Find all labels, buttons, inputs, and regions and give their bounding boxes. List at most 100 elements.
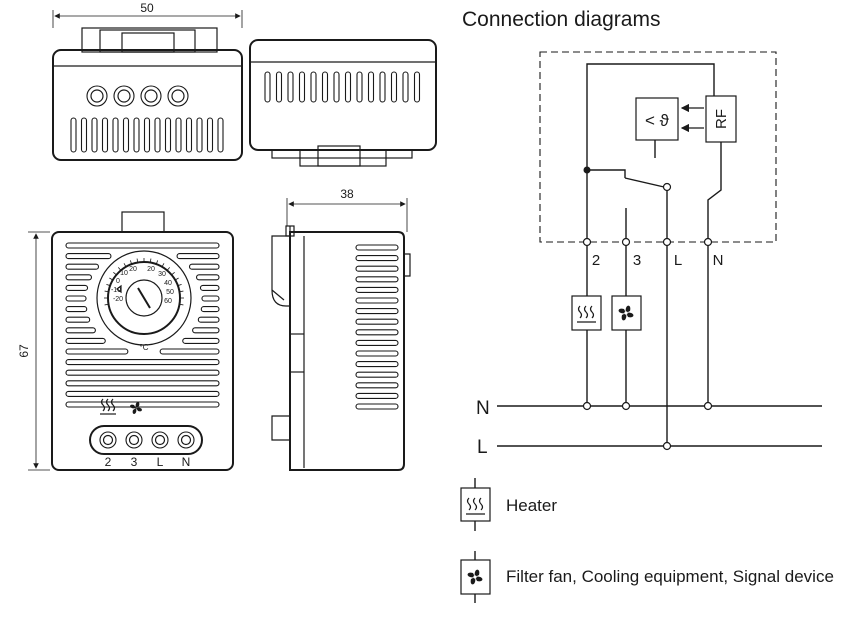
vent-slot (310, 71, 317, 103)
dial-scale-left-2: 0 (116, 278, 120, 285)
vent-slot (367, 71, 375, 103)
vent-slot (70, 117, 77, 153)
rf-label: RF (713, 109, 730, 129)
dial-scale-right-1: 30 (158, 271, 166, 278)
vent-slot (65, 316, 91, 323)
terminal-label-3: 3 (633, 252, 641, 269)
vent-slot (355, 371, 399, 378)
vent-slot (65, 242, 220, 249)
vent-slot (355, 403, 399, 410)
vent-slot (188, 263, 220, 270)
vent-slot (355, 329, 399, 336)
legend-heater-icon (460, 478, 491, 531)
vent-slot (65, 263, 100, 270)
dial-tick (171, 271, 175, 276)
front-terminal-label: L (157, 455, 164, 469)
dial-tick (117, 267, 122, 271)
vent-slot (65, 274, 93, 281)
vent-slot (275, 71, 283, 103)
legend-heater-label: Heater (506, 496, 557, 515)
vent-slot (65, 401, 220, 408)
bus-n-label: N (476, 398, 490, 419)
side-view-top (249, 39, 437, 167)
vent-slot (101, 117, 109, 153)
connection-diagram: < ϑ RF 2 3 L N (476, 51, 822, 458)
vent-slot (355, 350, 399, 357)
vent-slot (356, 71, 363, 103)
vent-slot (112, 117, 119, 153)
dial-tick (149, 258, 152, 263)
dial-scale-right-0: 20 (147, 266, 155, 273)
vent-slot (175, 117, 182, 153)
dial-tick (104, 303, 109, 306)
front-terminal-label: N (182, 455, 191, 469)
vent-slot (65, 337, 106, 344)
front-terminal-label: 3 (131, 455, 138, 469)
front-view: 67 °C -20 -10 0 10 20 20 30 40 50 60 (17, 211, 234, 471)
vent-slot (355, 382, 399, 389)
dial-tick (174, 277, 179, 281)
height-dimension: 67 (17, 344, 31, 358)
vent-slot (355, 255, 399, 262)
vent-slot (321, 71, 329, 103)
vent-slot (333, 71, 340, 103)
legend: Heater Filter fan, Cooling equipment, Si… (460, 478, 834, 603)
terminal-label-n: N (713, 252, 724, 269)
vent-slot (197, 316, 220, 323)
vent-slot (355, 265, 399, 272)
dial-marker-icon (116, 284, 122, 294)
dial-tick (129, 260, 133, 265)
terminal-label-2: 2 (592, 252, 600, 269)
vent-slot (65, 327, 96, 334)
vent-slot (355, 339, 399, 346)
dial-tick (179, 290, 184, 293)
dial-tick (161, 263, 165, 268)
front-terminal-label: 2 (105, 455, 112, 469)
dial-tick (166, 267, 171, 271)
dial-scale-left-3: 10 (120, 270, 128, 277)
vent-slot (264, 71, 271, 103)
dial-scale-left-4: 20 (129, 266, 137, 273)
vent-slot (159, 348, 220, 355)
vent-slot (65, 284, 89, 291)
dial-scale-right-4: 60 (164, 298, 172, 305)
vent-slot (65, 359, 220, 366)
vent-slot (122, 117, 130, 153)
vent-slot (344, 71, 352, 103)
vent-slot (355, 297, 399, 304)
vent-slot (65, 295, 87, 302)
terminal-label-l: L (674, 252, 682, 269)
vent-slot (65, 380, 220, 387)
dial-tick (106, 283, 111, 287)
vent-slot (176, 253, 220, 260)
side-view-profile: 38 (271, 187, 411, 471)
vent-slot (65, 390, 220, 397)
vent-slot (80, 117, 88, 153)
vent-slot (195, 274, 220, 281)
front-heater-icon (100, 398, 116, 415)
vent-slot (206, 117, 214, 153)
vent-slot (201, 295, 220, 302)
dial-unit: °C (140, 343, 149, 352)
sensor-label: < ϑ (645, 111, 670, 130)
vent-slot (199, 284, 220, 291)
vent-slot (390, 71, 398, 103)
front-fan-icon (130, 402, 142, 414)
bus-l-label: L (477, 437, 488, 458)
vent-slot (182, 337, 220, 344)
vent-slot (91, 117, 98, 153)
vent-slot (379, 71, 386, 103)
vent-slot (154, 117, 161, 153)
dial-tick (104, 290, 109, 293)
vent-slot (402, 71, 409, 103)
dial-scale-right-2: 40 (164, 280, 172, 287)
vent-slot (287, 71, 294, 103)
top-view: 50 (52, 1, 243, 161)
vent-slot (200, 306, 220, 313)
dial-scale-right-3: 50 (166, 289, 174, 296)
vent-slot (355, 286, 399, 293)
vent-slot (355, 318, 399, 325)
dial-tick (123, 263, 127, 268)
